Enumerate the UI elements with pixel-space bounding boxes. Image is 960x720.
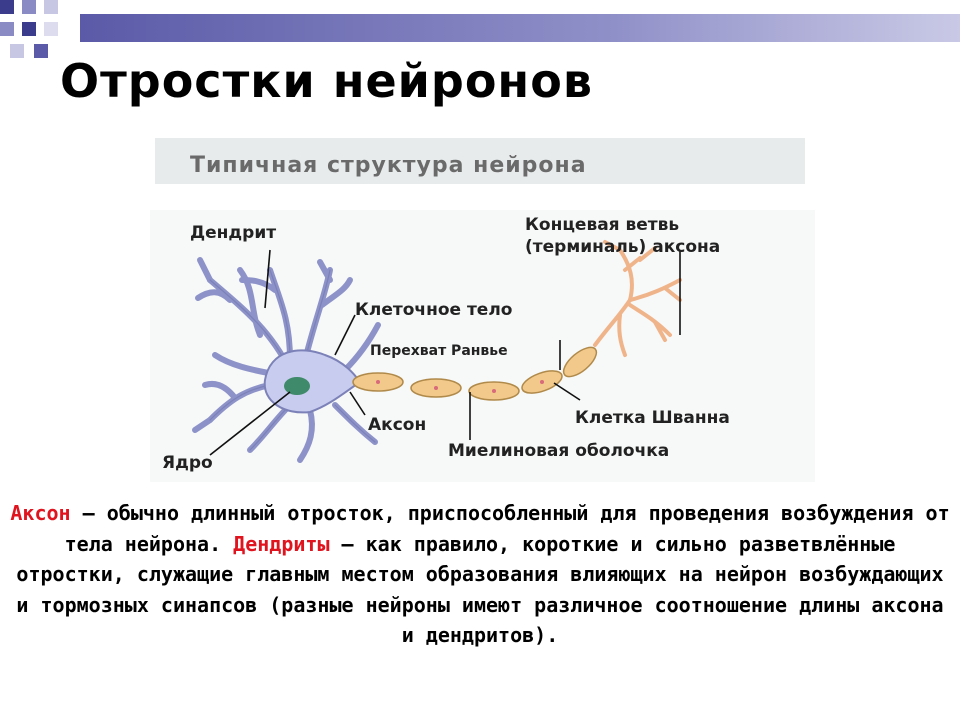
decor-square: [34, 44, 48, 58]
schwann-nuclei: [376, 380, 544, 393]
pointer-lines: [209, 249, 681, 456]
label-terminal-line2: (терминаль) аксона: [525, 237, 720, 257]
nucleus: [284, 377, 310, 395]
term-axon: Аксон: [10, 501, 71, 525]
decor-square: [44, 22, 58, 36]
decor-square: [0, 22, 14, 36]
decor-square: [22, 22, 36, 36]
diagram-banner-title: Типичная структура нейрона: [190, 153, 587, 178]
term-dendrites: Дендриты: [233, 531, 330, 556]
label-schwann-cell: Клетка Шванна: [575, 408, 730, 428]
label-dendrite: Дендрит: [190, 223, 276, 243]
label-axon: Аксон: [368, 415, 426, 435]
decor-square: [22, 0, 36, 14]
caption-text-1: — обычно длинный отросток, приспособленн…: [64, 501, 950, 556]
neuron-diagram: Типичная структура нейрона: [150, 130, 820, 485]
description-paragraph: Аксон — обычно длинный отросток, приспос…: [8, 498, 952, 651]
neuron-figure: Типичная структура нейрона: [150, 138, 815, 482]
caption-text-2: — как правило, короткие и сильно разветв…: [16, 531, 944, 648]
banner-background: [155, 138, 805, 184]
label-node-of-ranvier: Перехват Ранвье: [370, 343, 508, 359]
slide-title: Отростки нейронов: [60, 54, 593, 108]
label-terminal-line1: Концевая ветвь: [525, 215, 679, 235]
decor-square: [0, 0, 14, 14]
label-myelin-sheath: Миелиновая оболочка: [448, 441, 669, 461]
header-decor-bar: [80, 14, 960, 42]
axon-terminal: [593, 240, 682, 357]
label-nucleus: Ядро: [162, 453, 213, 473]
decor-square: [44, 0, 58, 14]
decor-square: [10, 44, 24, 58]
label-cell-body: Клеточное тело: [355, 300, 512, 320]
